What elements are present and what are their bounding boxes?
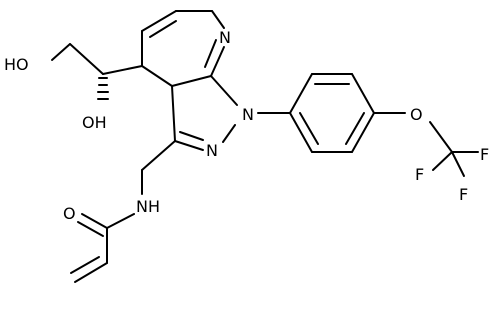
bond bbox=[70, 256, 100, 274]
atom-label-amide-nitrogen: N bbox=[136, 197, 148, 216]
bond bbox=[351, 112, 375, 153]
bond bbox=[299, 112, 319, 145]
bond bbox=[171, 75, 212, 87]
bond bbox=[102, 65, 143, 75]
bond bbox=[141, 65, 173, 87]
bond bbox=[174, 140, 204, 151]
bond bbox=[51, 43, 71, 61]
atom-label-nitrogen: N bbox=[242, 105, 254, 124]
atom-label-nitrogen: N bbox=[206, 141, 218, 160]
atom-label-hydroxyl: OH bbox=[82, 113, 107, 132]
bond bbox=[106, 213, 135, 229]
trifluoromethoxy-group bbox=[373, 112, 479, 177]
bond bbox=[81, 213, 108, 229]
atom-labels: HO OH N N N N H O O F F F bbox=[4, 28, 489, 223]
atom-label-ether-oxygen: O bbox=[410, 105, 423, 124]
bond bbox=[345, 112, 365, 145]
bond bbox=[149, 20, 177, 38]
atom-label-amide-hydrogen: H bbox=[148, 197, 160, 216]
bond bbox=[179, 131, 204, 141]
bond bbox=[171, 85, 176, 142]
atom-label-fluorine: F bbox=[459, 185, 468, 204]
bond bbox=[141, 140, 176, 171]
bond bbox=[204, 39, 217, 68]
aryl-ring bbox=[257, 73, 375, 153]
bond bbox=[210, 46, 225, 77]
bond bbox=[432, 151, 453, 171]
diol-side-chain bbox=[51, 43, 143, 100]
bond bbox=[141, 10, 177, 32]
bond bbox=[77, 221, 104, 237]
bond bbox=[211, 10, 225, 29]
bond bbox=[74, 262, 108, 283]
bond bbox=[289, 73, 313, 114]
acrylamide-chain bbox=[70, 140, 176, 283]
atom-label-carbonyl-oxygen: O bbox=[63, 204, 76, 223]
pyrazole-ring bbox=[171, 75, 238, 151]
bond bbox=[351, 73, 375, 114]
atom-label-fluorine: F bbox=[480, 145, 489, 164]
bond bbox=[429, 121, 453, 153]
atom-label-nitrogen: N bbox=[219, 28, 231, 47]
bond bbox=[289, 112, 313, 153]
bond bbox=[210, 75, 238, 106]
atom-label-hydroxyl: HO bbox=[4, 55, 29, 74]
bond bbox=[69, 43, 104, 75]
bond bbox=[451, 151, 465, 177]
bond bbox=[222, 124, 236, 143]
atom-label-fluorine: F bbox=[415, 165, 424, 184]
pyridine-ring bbox=[141, 10, 225, 87]
